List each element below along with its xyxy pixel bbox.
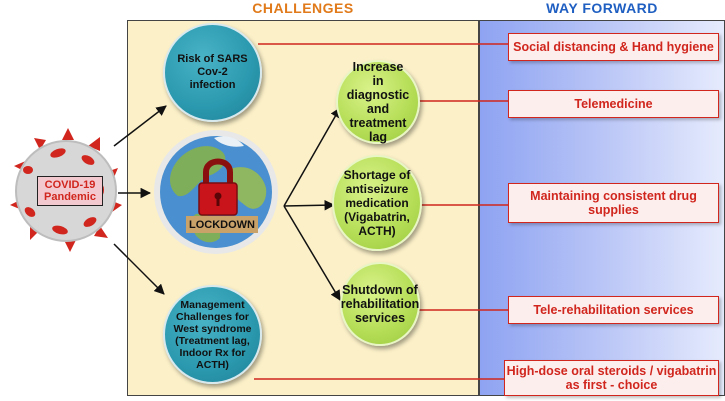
way-forward-tele-rehabilitation: Tele-rehabilitation services xyxy=(508,296,719,324)
way-forward-header: WAY FORWARD xyxy=(546,0,658,16)
way-forward-drug-supplies: Maintaining consistent drug supplies xyxy=(508,183,719,223)
challenge-antiseizure-shortage: Shortage of antiseizure medication (Viga… xyxy=(332,155,422,251)
padlock-icon xyxy=(198,158,238,216)
way-forward-social-distancing: Social distancing & Hand hygiene xyxy=(508,33,719,61)
challenge-rehab-shutdown: Shutdown of rehabilitation services xyxy=(340,262,420,346)
covid-pandemic-label: COVID-19 Pandemic xyxy=(37,176,103,206)
lockdown-label: LOCKDOWN xyxy=(186,216,258,233)
challenges-header: CHALLENGES xyxy=(252,0,354,16)
way-forward-telemedicine: Telemedicine xyxy=(508,90,719,118)
way-forward-steroids-vigabatrin: High-dose oral steroids / vigabatrin as … xyxy=(504,360,719,396)
challenge-west-syndrome-management: Management Challenges for West syndrome … xyxy=(163,285,262,384)
challenge-diagnostic-lag: Increase in diagnostic and treatment lag xyxy=(336,60,420,144)
challenge-sars-risk: Risk of SARS Cov-2 infection xyxy=(163,23,262,122)
